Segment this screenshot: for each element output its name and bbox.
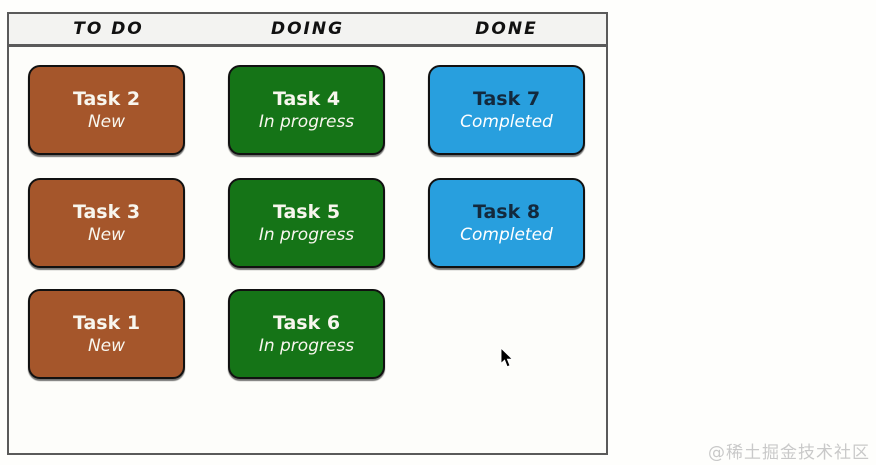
task-status: New: [87, 336, 126, 356]
column-header-done: DONE: [475, 19, 538, 39]
task-card-task-6[interactable]: Task 6 In progress: [228, 289, 385, 379]
column-header-doing: DOING: [270, 19, 345, 39]
task-status: In progress: [258, 225, 355, 245]
task-card-task-4[interactable]: Task 4 In progress: [228, 65, 385, 155]
task-title: Task 7: [472, 88, 541, 110]
task-card-task-8[interactable]: Task 8 Completed: [428, 178, 585, 268]
task-title: Task 4: [272, 88, 341, 110]
task-card-task-5[interactable]: Task 5 In progress: [228, 178, 385, 268]
task-status: Completed: [460, 112, 553, 132]
board-header: TO DO DOING DONE: [9, 14, 606, 47]
task-card-task-7[interactable]: Task 7 Completed: [428, 65, 585, 155]
task-title: Task 8: [472, 201, 541, 223]
watermark-text: @稀土掘金技术社区: [708, 443, 870, 463]
task-title: Task 5: [272, 201, 341, 223]
task-title: Task 1: [72, 312, 141, 334]
kanban-board: TO DO DOING DONE Task 2 New Task 3 New T…: [7, 12, 608, 455]
task-status: In progress: [258, 336, 355, 356]
task-title: Task 2: [72, 88, 141, 110]
board-body: Task 2 New Task 3 New Task 1 New Task 4 …: [9, 47, 606, 450]
task-status: New: [87, 112, 126, 132]
task-card-task-2[interactable]: Task 2 New: [28, 65, 185, 155]
task-status: New: [87, 225, 126, 245]
task-status: Completed: [460, 225, 553, 245]
column-header-todo: TO DO: [73, 19, 144, 39]
task-card-task-1[interactable]: Task 1 New: [28, 289, 185, 379]
task-title: Task 6: [272, 312, 341, 334]
task-title: Task 3: [72, 201, 141, 223]
task-card-task-3[interactable]: Task 3 New: [28, 178, 185, 268]
task-status: In progress: [258, 112, 355, 132]
